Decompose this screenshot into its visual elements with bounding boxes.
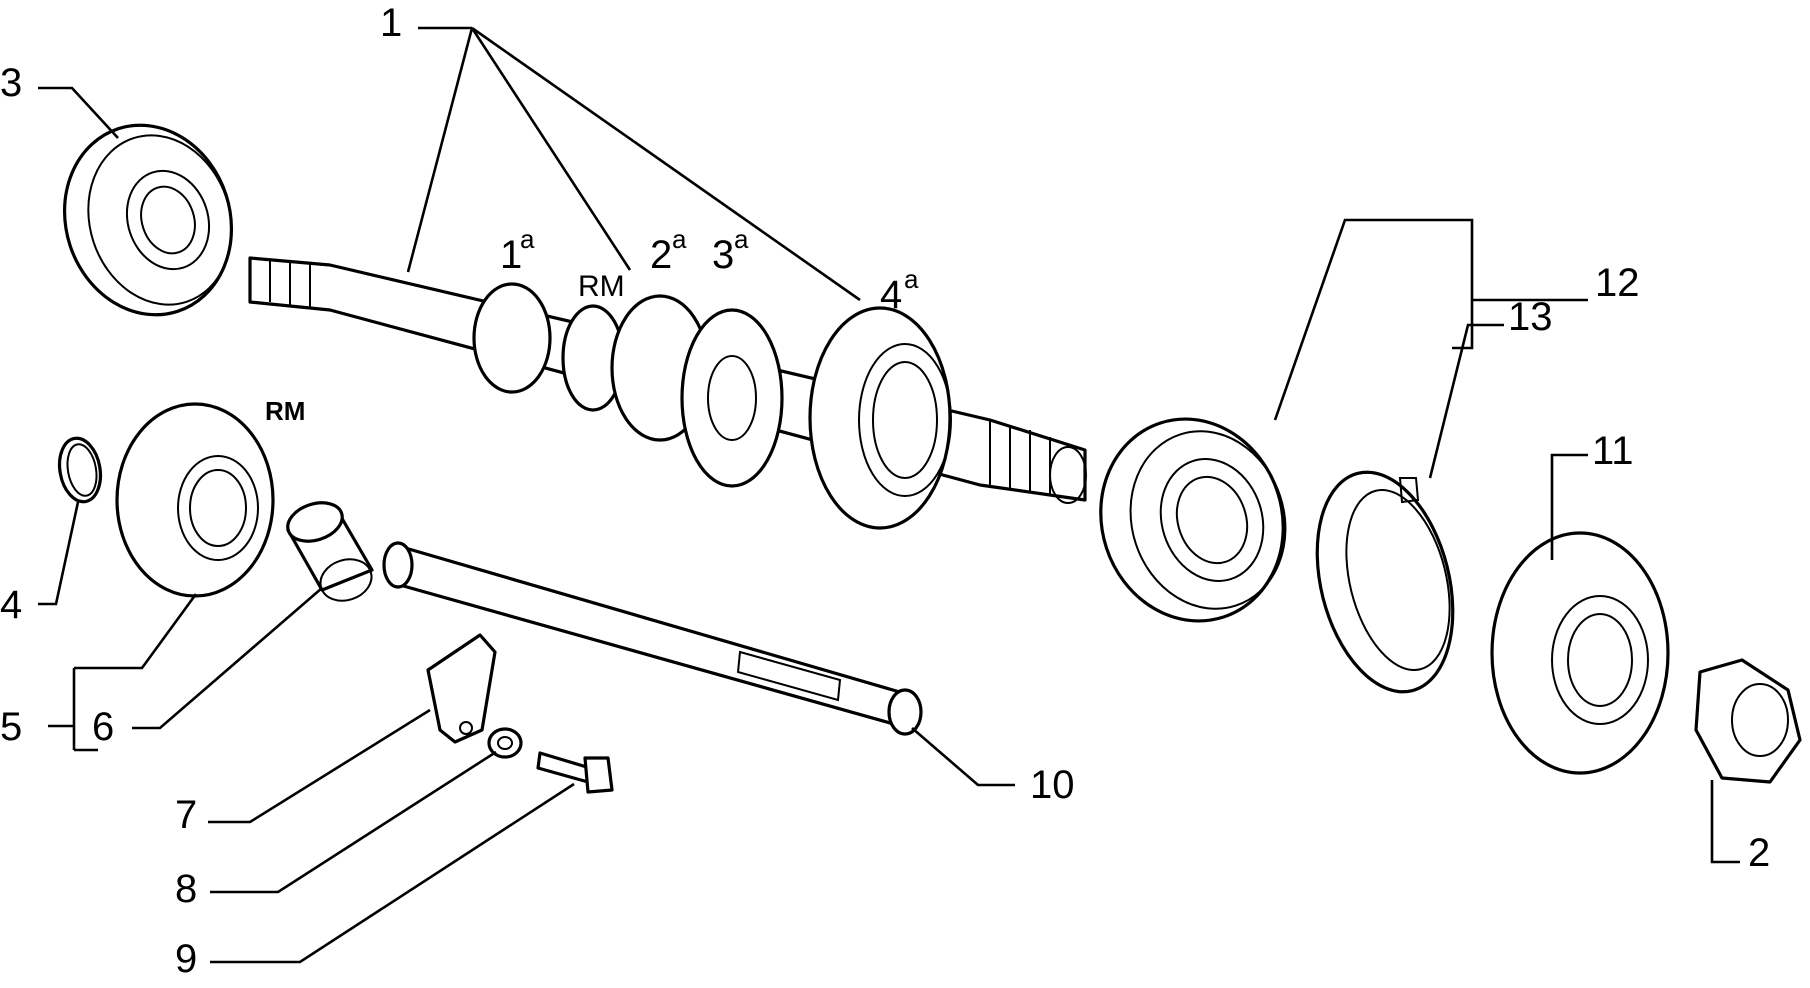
gear-right — [1490, 531, 1670, 775]
label-5: 5 — [0, 705, 22, 749]
label-6: 6 — [92, 705, 114, 749]
split-ring — [1315, 470, 1455, 694]
gear-sup-3: a — [734, 224, 749, 254]
bushing — [286, 501, 374, 602]
ball-bearing-left — [62, 123, 234, 317]
reverse-gear — [115, 402, 275, 598]
label-13: 13 — [1508, 295, 1553, 339]
label-2: 2 — [1748, 831, 1770, 875]
gear-4th — [808, 306, 952, 530]
gear-label-4: 4 — [880, 273, 902, 317]
gear-sup-4: a — [904, 264, 919, 294]
label-11: 11 — [1592, 429, 1634, 473]
retaining-plate — [426, 633, 497, 744]
gear-label-rm: RM — [265, 396, 305, 426]
label-3: 3 — [0, 61, 22, 105]
label-4: 4 — [0, 583, 22, 627]
gear-3rd — [680, 308, 784, 488]
callout-labels: 1 3 4 5 6 7 8 9 10 11 12 13 2 1 a RM 2 a… — [0, 1, 1770, 981]
gear-label-rm-shaft: RM — [578, 270, 625, 303]
gear-label-1: 1 — [500, 233, 522, 277]
label-10: 10 — [1030, 763, 1075, 807]
label-7: 7 — [175, 793, 197, 837]
label-12: 12 — [1595, 261, 1640, 305]
label-1: 1 — [380, 1, 402, 45]
leader-lines — [38, 26, 1740, 964]
snap-ring — [57, 436, 103, 504]
ball-bearing-right — [1099, 417, 1287, 623]
nut — [1694, 658, 1802, 784]
washer — [487, 727, 523, 759]
bolt — [536, 751, 614, 794]
label-9: 9 — [175, 937, 197, 981]
gear-1st — [472, 282, 552, 394]
gear-sup-1: a — [520, 224, 535, 254]
gear-label-3: 3 — [712, 233, 734, 277]
label-8: 8 — [175, 867, 197, 911]
gear-sup-2: a — [672, 224, 687, 254]
gear-label-2: 2 — [650, 233, 672, 277]
main-shaft-assembly — [248, 256, 1087, 530]
